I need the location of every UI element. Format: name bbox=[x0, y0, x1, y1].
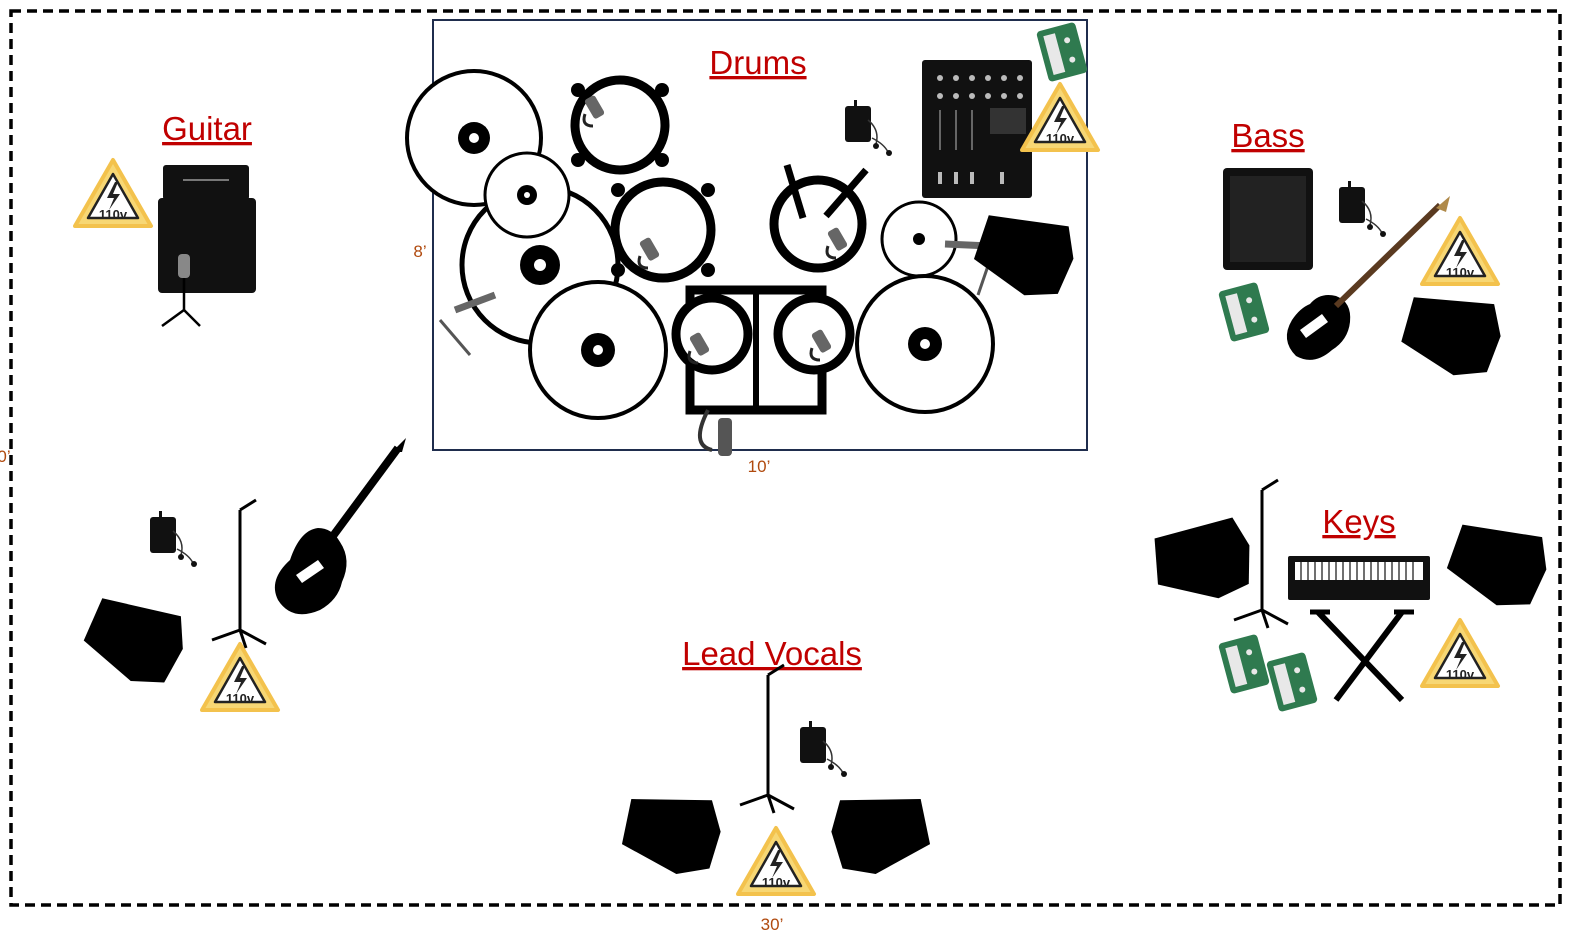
keys-di-box-2-icon bbox=[1265, 651, 1319, 713]
drum-di-box-icon bbox=[1035, 21, 1089, 83]
svg-text:110v: 110v bbox=[99, 207, 128, 222]
drum-riser-width-label: 10’ bbox=[748, 457, 771, 476]
bass-amp-icon bbox=[1223, 168, 1313, 270]
guitar-monitor-wedge-icon bbox=[76, 587, 194, 695]
stage-width-label: 30’ bbox=[761, 915, 784, 934]
keyboard-stand-icon bbox=[1310, 609, 1414, 703]
ride-cymbal-left-icon bbox=[528, 280, 668, 420]
splash-cymbal-icon bbox=[880, 200, 958, 278]
vocal-monitor-wedge-left-icon bbox=[618, 788, 725, 880]
keys-di-box-1-icon bbox=[1217, 633, 1271, 695]
guitar-amp-power-icon: 110v bbox=[73, 158, 153, 228]
svg-text:110v: 110v bbox=[1046, 131, 1075, 146]
svg-text:110v: 110v bbox=[762, 875, 791, 890]
ride-cymbal-right-icon bbox=[855, 274, 995, 414]
guitar-title: Guitar bbox=[162, 110, 252, 147]
keys-title: Keys bbox=[1322, 503, 1395, 540]
hi-hat-icon bbox=[483, 151, 571, 239]
drum-power-icon: 110v bbox=[1020, 82, 1100, 152]
drums-title: Drums bbox=[709, 44, 806, 81]
rack-tom-2-icon bbox=[610, 177, 716, 283]
vocal-iem-pack-icon bbox=[799, 720, 848, 778]
mixer-icon bbox=[922, 60, 1032, 198]
svg-text:110v: 110v bbox=[1446, 265, 1475, 280]
vocal-monitor-wedge-right-icon bbox=[827, 788, 934, 880]
drum-riser bbox=[432, 19, 1088, 451]
drum-iem-pack-icon bbox=[844, 99, 893, 157]
svg-text:110v: 110v bbox=[1446, 667, 1475, 682]
rack-tom-1-icon bbox=[570, 75, 670, 175]
amp-mic-icon bbox=[161, 254, 201, 328]
bass-guitar-icon bbox=[1286, 196, 1450, 360]
keyboard-icon bbox=[1288, 556, 1430, 600]
keys-power-icon: 110v bbox=[1420, 618, 1500, 688]
drum-riser-depth-label: 8’ bbox=[413, 242, 426, 261]
lead-vocals-area: 110v bbox=[618, 663, 934, 896]
bass-power-icon: 110v bbox=[1420, 216, 1500, 286]
bass-title: Bass bbox=[1231, 117, 1304, 154]
overhead-mic-left-icon bbox=[438, 291, 497, 356]
keys-monitor-wedge-right-icon bbox=[1440, 514, 1555, 616]
bass-monitor-wedge-icon bbox=[1396, 286, 1507, 384]
snare-drum-icon bbox=[769, 163, 869, 273]
stage-depth-label: 0’ bbox=[0, 447, 11, 466]
bass-area: 110v bbox=[1217, 168, 1507, 384]
vocal-mic-stand-icon bbox=[738, 663, 796, 815]
lead-vocals-title: Lead Vocals bbox=[682, 635, 862, 672]
bass-iem-pack-icon bbox=[1338, 180, 1387, 238]
floor-toms-icon bbox=[671, 285, 855, 415]
guitar-power-icon: 110v bbox=[200, 642, 280, 712]
bass-di-box-icon bbox=[1217, 281, 1271, 343]
drum-kit: 110v bbox=[405, 21, 1100, 456]
keys-monitor-wedge-left-icon bbox=[1150, 515, 1257, 607]
guitar-amp-icon bbox=[158, 165, 256, 293]
guitar-area: 110v 110v bbox=[73, 158, 406, 712]
vocal-power-icon: 110v bbox=[736, 826, 816, 896]
guitar-iem-pack-icon bbox=[149, 510, 198, 568]
stage-outline bbox=[9, 9, 1562, 907]
kick-mic-icon bbox=[698, 409, 732, 456]
guitar-mic-stand-icon bbox=[210, 498, 268, 650]
electric-guitar-icon bbox=[274, 438, 406, 615]
keys-area: 110v bbox=[1150, 478, 1555, 713]
drum-monitor-wedge-icon bbox=[968, 204, 1082, 306]
svg-text:110v: 110v bbox=[226, 691, 255, 706]
